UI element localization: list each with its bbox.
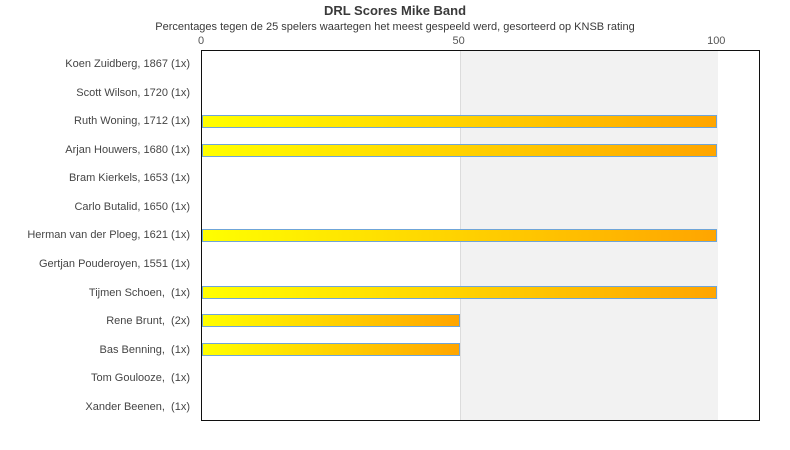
y-axis-labels: Koen Zuidberg, 1867 (1x) Scott Wilson, 17… [0,50,190,421]
x-axis-tick-labels: 0 50 100 [197,35,758,48]
y-axis-label: Gertjan Pouderoyen, 1551 (1x) [38,257,190,270]
bar [202,314,460,328]
bar-row [202,307,759,335]
y-axis-label: Carlo Butalid, 1650 (1x) [74,200,190,213]
x-tick-label: 100 [707,35,726,47]
bar-row [202,51,759,79]
chart-title: DRL Scores Mike Band [323,3,467,18]
bar-row [202,363,759,391]
bar-row [202,79,759,107]
bar [202,115,718,129]
bar-row [202,165,759,193]
bar [202,342,460,356]
bar [202,229,718,243]
y-axis-label: Tijmen Schoen, (1x) [88,286,190,299]
chart-subtitle: Percentages tegen de 25 spelers waartege… [155,21,635,33]
y-axis-label: Tom Goulooze, (1x) [90,372,190,385]
bar-row [202,278,759,306]
bar-row [202,108,759,136]
bar-rows [202,51,759,420]
x-tick-label: 0 [197,35,205,47]
y-axis-label: Arjan Houwers, 1680 (1x) [65,143,190,156]
bar-row [202,136,759,164]
bar [202,285,718,299]
y-axis-label: Ruth Woning, 1712 (1x) [74,115,190,128]
y-axis-label: Bram Kierkels, 1653 (1x) [68,172,190,185]
bar [202,143,718,157]
bar-row [202,221,759,249]
y-axis-label: Xander Beenen, (1x) [85,400,190,413]
y-axis-label: Scott Wilson, 1720 (1x) [76,86,190,99]
y-axis-label: Herman van der Ploeg, 1621 (1x) [27,229,190,242]
x-tick-label: 50 [452,35,465,47]
y-axis-label: Koen Zuidberg, 1867 (1x) [65,58,190,71]
y-axis-label: Bas Benning, (1x) [99,343,191,356]
bar-row [202,392,759,420]
bar-row [202,193,759,221]
y-axis-label: Rene Brunt, (2x) [106,315,190,328]
bar-row [202,335,759,363]
bar-row [202,250,759,278]
plot-area [201,50,760,421]
